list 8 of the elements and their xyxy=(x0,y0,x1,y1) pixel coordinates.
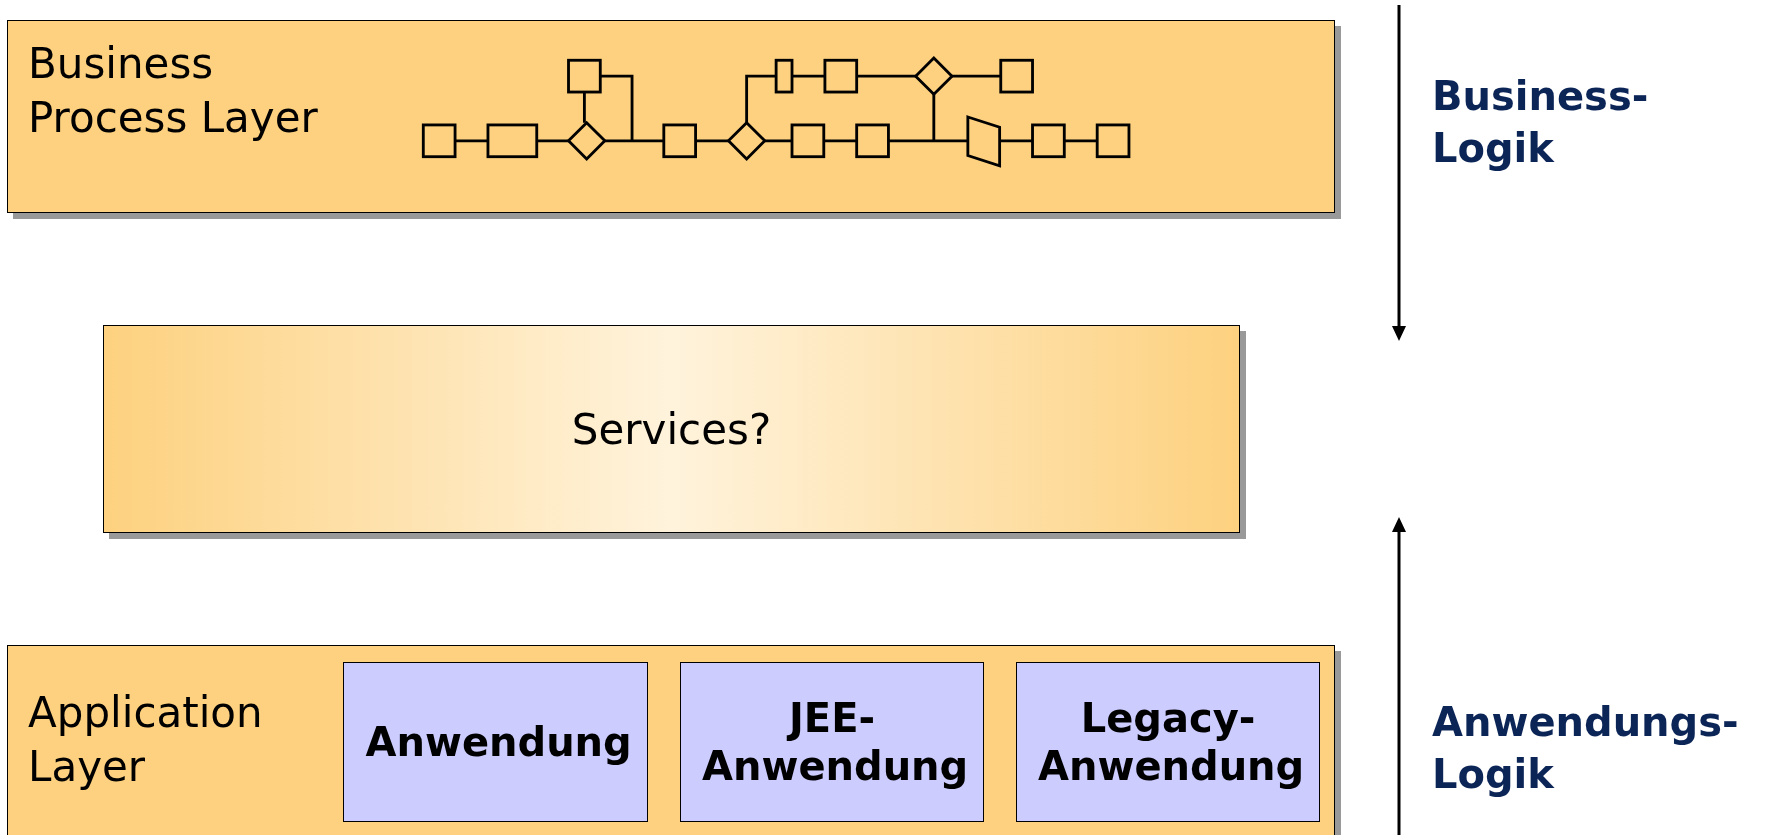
layer-title: Application Layer xyxy=(28,687,264,793)
application-box: JEE-Anwendung xyxy=(680,662,984,822)
layer-title: Services? xyxy=(571,404,772,454)
application-box: Anwendung xyxy=(343,662,648,822)
application-box: Legacy-Anwendung xyxy=(1016,662,1320,822)
layer-title: Business Process Layer xyxy=(28,38,319,144)
side-label: Business-Logik xyxy=(1432,72,1650,173)
side-label: Anwendungs-Logik xyxy=(1432,698,1740,799)
